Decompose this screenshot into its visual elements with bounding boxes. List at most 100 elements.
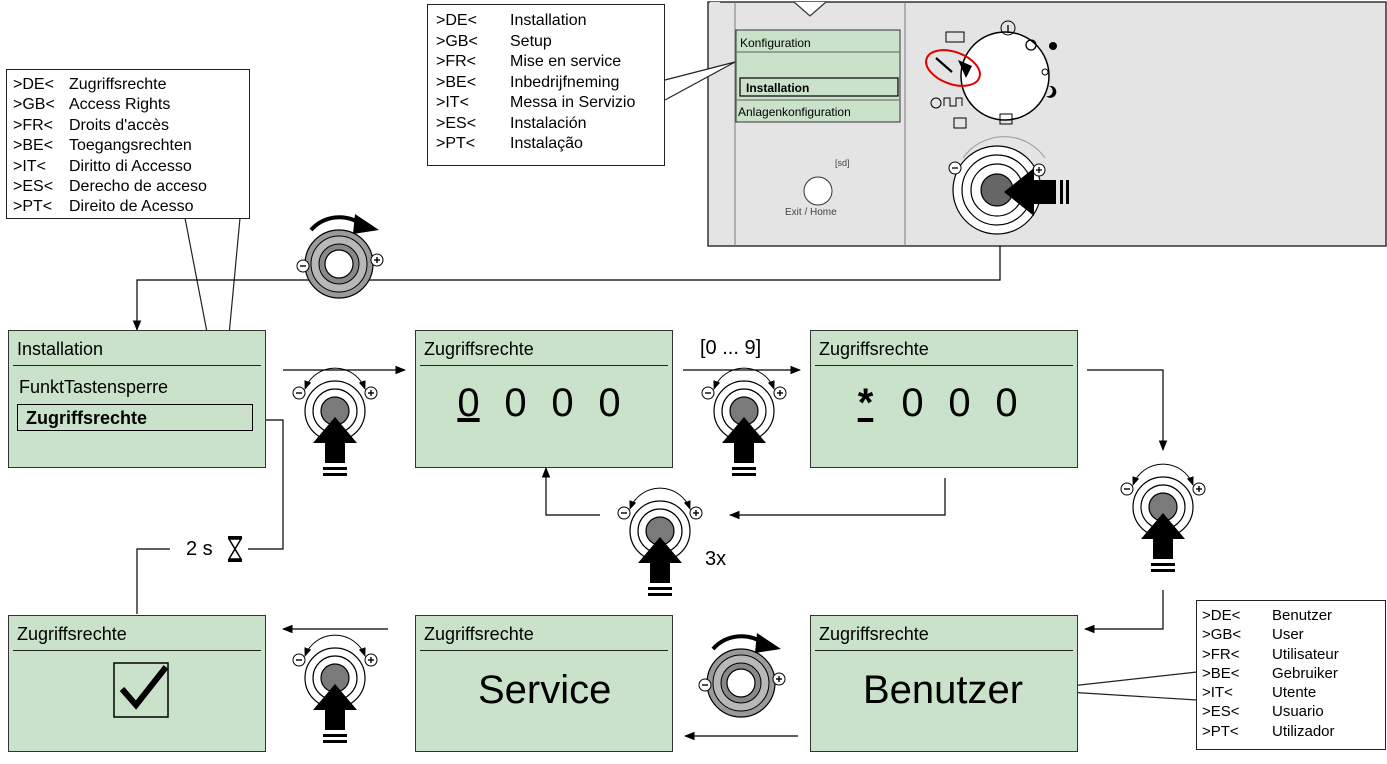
language-text: Setup <box>510 32 552 50</box>
language-text: Instalación <box>510 114 587 132</box>
language-row: >DE<Benutzer <box>1202 606 1339 625</box>
rotary-knob-press[interactable] <box>618 488 702 596</box>
menu-item-selected[interactable]: Zugriffsrechte <box>17 404 253 431</box>
language-text: Utilizador <box>1272 722 1335 740</box>
code-digit[interactable]: * <box>857 381 874 425</box>
access-level-value[interactable]: Benutzer <box>863 668 1024 712</box>
language-row: >FR< Mise en service <box>436 52 635 73</box>
language-code: >DE< <box>13 76 54 93</box>
language-code: >PT< <box>436 135 476 152</box>
language-code: >FR< <box>436 53 477 70</box>
language-text: Zugriffsrechte <box>69 76 167 93</box>
screen-title: Zugriffsrechte <box>17 624 127 644</box>
checkbox-checked-icon <box>113 662 169 718</box>
code-digit: 0 <box>901 381 924 425</box>
language-row: >IT< Utente <box>1202 683 1339 702</box>
device-menu-selected: Installation <box>746 81 810 95</box>
exit-home-label: Exit / Home <box>785 207 837 218</box>
language-row: >DE< Zugriffsrechte <box>13 75 207 95</box>
language-text: Direito de Acesso <box>69 198 194 216</box>
language-code: >IT< <box>13 157 46 175</box>
language-code: >ES< <box>1202 703 1240 721</box>
callout-user-languages: >DE<Benutzer>GB< User >FR< Utilisateur >BE< G… <box>1196 600 1386 750</box>
language-row: >PT<Utilizador <box>1202 722 1339 741</box>
language-code: >GB< <box>1202 626 1242 644</box>
rotary-knob-press[interactable] <box>293 635 377 743</box>
language-code: >ES< <box>436 114 477 132</box>
selection-highlight <box>925 49 981 87</box>
screen-installation: Installation FunktTastensperre Zugriffsr… <box>8 330 266 468</box>
language-code: >IT< <box>436 94 469 111</box>
delay-label: 2 s <box>186 538 213 560</box>
language-code: >PT< <box>13 198 53 216</box>
language-text: Diritto di Accesso <box>69 157 192 175</box>
language-row: >FR<Droits d'accès <box>13 116 207 136</box>
language-text: Mise en service <box>510 53 622 70</box>
screen-title: Zugriffsrechte <box>424 624 534 644</box>
code-digit: 0 <box>995 381 1018 425</box>
screen-title: Zugriffsrechte <box>424 339 534 359</box>
language-row: >ES<Derecho de acceso <box>13 177 207 197</box>
language-row: >GB<Setup <box>436 32 635 53</box>
code-digit: 0 <box>948 381 971 425</box>
language-row: >IT< Diritto di Accesso <box>13 157 207 177</box>
access-level-value[interactable]: Service <box>478 668 612 712</box>
code-digit: 0 <box>551 381 574 425</box>
device-menu-bottom: Anlagenkonfiguration <box>738 105 851 119</box>
language-code: >BE< <box>436 73 477 91</box>
language-text: Installation <box>510 12 587 29</box>
language-text: Utente <box>1272 684 1317 702</box>
language-text: User <box>1272 626 1304 644</box>
language-code: >DE< <box>436 12 477 29</box>
code-digit[interactable]: 0 <box>457 381 480 425</box>
rotary-knob-press[interactable] <box>293 368 377 476</box>
code-digit: 0 <box>504 381 527 425</box>
language-row: >GB< Access Rights <box>13 95 207 115</box>
language-code: >BE< <box>13 137 54 155</box>
device-menu-top: Konfiguration <box>740 36 811 50</box>
rotary-knob-turn[interactable] <box>697 631 787 719</box>
language-code: >BE< <box>1202 664 1240 682</box>
language-code: >FR< <box>1202 645 1240 663</box>
language-text: Instalação <box>510 135 583 152</box>
callout-access-rights-languages: >DE<Zugriffsrechte>GB<Access Rights>FR<D… <box>6 69 250 219</box>
screen-title: Zugriffsrechte <box>819 624 929 644</box>
language-row: >BE<Toegangsrechten <box>13 136 207 156</box>
language-row: >PT< Direito de Acesso <box>13 197 207 217</box>
language-code: >IT< <box>1202 684 1233 702</box>
rotary-knob-turn[interactable] <box>295 212 385 300</box>
callout-installation-languages: >DE< Installation >GB<Setup>FR< Mise en ser… <box>427 4 665 166</box>
language-text: Gebruiker <box>1272 664 1338 682</box>
language-text: Access Rights <box>69 96 171 114</box>
language-row: >BE< Gebruiker <box>1202 664 1339 683</box>
menu-item[interactable]: FunktTastensperre <box>19 377 169 397</box>
rotary-knob-press[interactable] <box>1121 464 1205 572</box>
language-text: Utilisateur <box>1272 645 1339 663</box>
language-text: Usuario <box>1272 703 1324 721</box>
language-code: >GB< <box>13 96 55 114</box>
language-text: Inbedrijfneming <box>510 73 620 91</box>
digit-range-label: [0 ... 9] <box>700 337 762 359</box>
language-text: Messa in Servizio <box>510 94 636 111</box>
screen-title: Installation <box>17 339 104 359</box>
language-text: Derecho de acceso <box>69 178 207 196</box>
control-unit <box>707 1 1387 247</box>
screen-user: Zugriffsrechte Benutzer <box>810 615 1078 752</box>
language-row: >PT< Instalação <box>436 134 635 155</box>
language-row: >IT< Messa in Servizio <box>436 93 635 114</box>
hourglass-icon <box>227 536 243 562</box>
wrench-icon <box>935 57 953 73</box>
language-row: >FR< Utilisateur <box>1202 645 1339 664</box>
rotary-knob-press[interactable] <box>702 368 786 476</box>
sd-label: [sd] <box>835 158 850 168</box>
language-row: >BE< Inbedrijfneming <box>436 73 635 94</box>
language-code: >FR< <box>13 116 54 134</box>
language-row: >ES< Instalación <box>436 114 635 135</box>
language-row: >ES< Usuario <box>1202 702 1339 721</box>
code-digit: 0 <box>598 381 621 425</box>
